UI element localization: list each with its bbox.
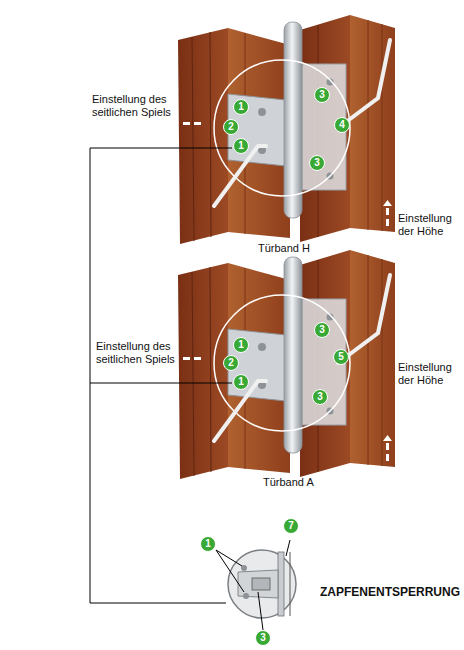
callout-number: 3 [314,322,330,338]
callout-number: 3 [314,87,330,103]
callout-number: 3 [312,389,328,405]
callout-number: 1 [233,99,249,115]
adjustment-label: Einstellung der Höhe [398,361,460,387]
hinge-name: Türband A [263,476,314,489]
callout-number: 1 [200,536,216,552]
adjustment-label: Einstellung des seitlichen Spiels [96,340,176,366]
callout-number: 1 [233,337,249,353]
callout-number: 3 [309,155,325,171]
adjustment-label: Einstellung des seitlichen Spiels [92,93,172,119]
detail-title: ZAPFENENTSPERRUNG [320,585,460,599]
callout-number: 2 [223,355,239,371]
callout-number: 5 [333,349,349,365]
callout-number: 4 [334,117,350,133]
callout-number: 2 [223,119,239,135]
callout-number: 7 [283,518,299,534]
callout-number: 1 [233,138,249,154]
callout-number: 1 [233,374,249,390]
callout-number: 3 [255,630,271,646]
hinge-name: Türband H [258,242,310,255]
adjustment-label: Einstellung der Höhe [398,212,460,238]
